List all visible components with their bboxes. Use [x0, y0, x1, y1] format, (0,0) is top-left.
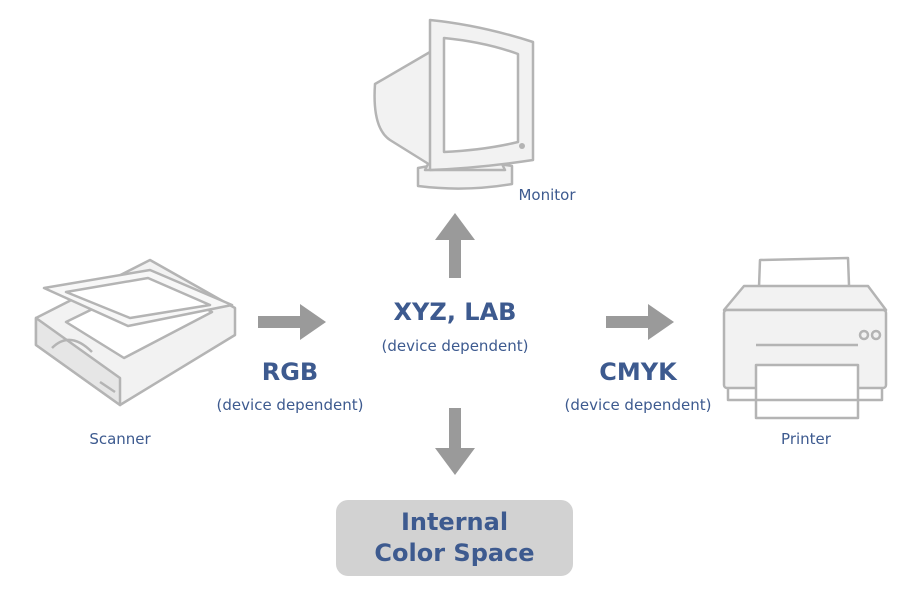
internal-color-space-box: Internal Color Space: [336, 500, 573, 576]
arrow-down-to-internal: [435, 408, 475, 475]
arrow-up-to-monitor: [435, 213, 475, 278]
monitor-label: Monitor: [518, 186, 576, 204]
arrow-right-from-scanner: [258, 304, 326, 340]
internal-line-2: Color Space: [374, 539, 535, 567]
arrow-right-to-printer: [606, 304, 674, 340]
internal-line-1: Internal: [400, 508, 509, 536]
xyz-lab-subtitle: (device dependent): [381, 337, 529, 355]
printer-icon: [722, 256, 888, 420]
scanner-icon: [34, 258, 237, 407]
xyz-lab-title: XYZ, LAB: [393, 298, 517, 326]
monitor-icon: [373, 18, 535, 190]
rgb-title: RGB: [261, 358, 319, 386]
cmyk-subtitle: (device dependent): [564, 396, 712, 414]
scanner-label: Scanner: [89, 430, 151, 448]
cmyk-title: CMYK: [599, 358, 677, 386]
rgb-subtitle: (device dependent): [216, 396, 364, 414]
printer-label: Printer: [781, 430, 831, 448]
